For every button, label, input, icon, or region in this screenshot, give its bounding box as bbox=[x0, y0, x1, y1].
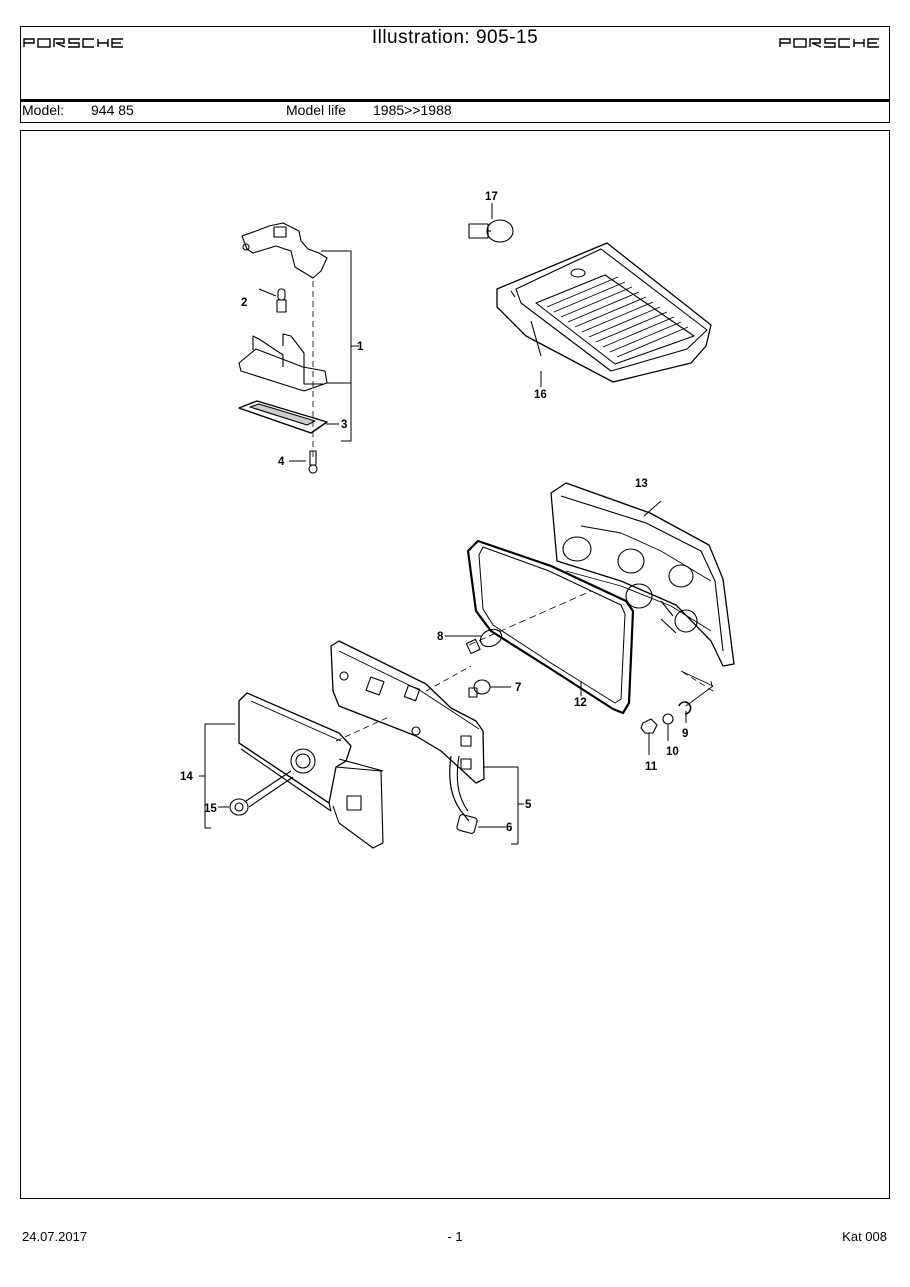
callout-12: 12 bbox=[574, 697, 587, 709]
tail-lens-13 bbox=[550, 482, 735, 667]
callout-14: 14 bbox=[180, 771, 193, 783]
washer-10 bbox=[662, 713, 674, 741]
header-divider bbox=[20, 99, 890, 102]
callout-2: 2 bbox=[241, 297, 247, 309]
callout-11: 11 bbox=[645, 761, 658, 773]
stop-lamp-16 bbox=[496, 242, 712, 387]
callout-13: 13 bbox=[635, 478, 648, 490]
small-bulb-2 bbox=[276, 288, 287, 313]
callout-17: 17 bbox=[485, 191, 498, 203]
callout-7: 7 bbox=[515, 682, 521, 694]
parts-diagram: 1 2 3 4 5 6 7 8 9 10 11 12 13 14 15 16 1… bbox=[180, 191, 735, 849]
bulb-7 bbox=[468, 679, 511, 698]
clip-9 bbox=[678, 701, 692, 723]
footer-page-number: - 1 bbox=[447, 1229, 463, 1244]
callout-8: 8 bbox=[437, 631, 444, 643]
illustration-frame bbox=[20, 130, 890, 1199]
callout-9: 9 bbox=[682, 728, 688, 740]
callout-16: 16 bbox=[534, 389, 547, 401]
gasket-3 bbox=[238, 400, 328, 434]
lamp-housing bbox=[238, 333, 328, 392]
callout-5: 5 bbox=[525, 799, 532, 811]
model-label: Model: bbox=[22, 102, 65, 118]
model-life-label: Model life bbox=[286, 102, 346, 118]
footer-date: 24.07.2017 bbox=[22, 1229, 88, 1244]
bolt-15 bbox=[218, 770, 294, 816]
callout-10: 10 bbox=[666, 746, 679, 758]
gasket-12 bbox=[466, 539, 635, 715]
bulb-17 bbox=[468, 203, 514, 243]
page-title: Illustration: 905-15 bbox=[371, 27, 539, 48]
license-light-bracket bbox=[241, 222, 328, 279]
callout-15: 15 bbox=[204, 803, 217, 815]
bulb-holder-5 bbox=[330, 640, 524, 845]
model-life-value: 1985>>1988 bbox=[373, 102, 452, 118]
callout-1: 1 bbox=[357, 341, 364, 353]
footer-catalog: Kat 008 bbox=[842, 1229, 887, 1244]
callout-6: 6 bbox=[506, 822, 512, 834]
callout-3: 3 bbox=[341, 419, 347, 431]
model-value: 944 85 bbox=[91, 102, 134, 118]
porsche-logo-right bbox=[779, 38, 879, 48]
bulb-8 bbox=[445, 628, 503, 655]
nut-11 bbox=[640, 718, 658, 755]
callout-4: 4 bbox=[278, 456, 285, 468]
lamp-body-14 bbox=[199, 692, 384, 849]
porsche-logo-left bbox=[23, 38, 123, 48]
model-row bbox=[20, 101, 890, 123]
